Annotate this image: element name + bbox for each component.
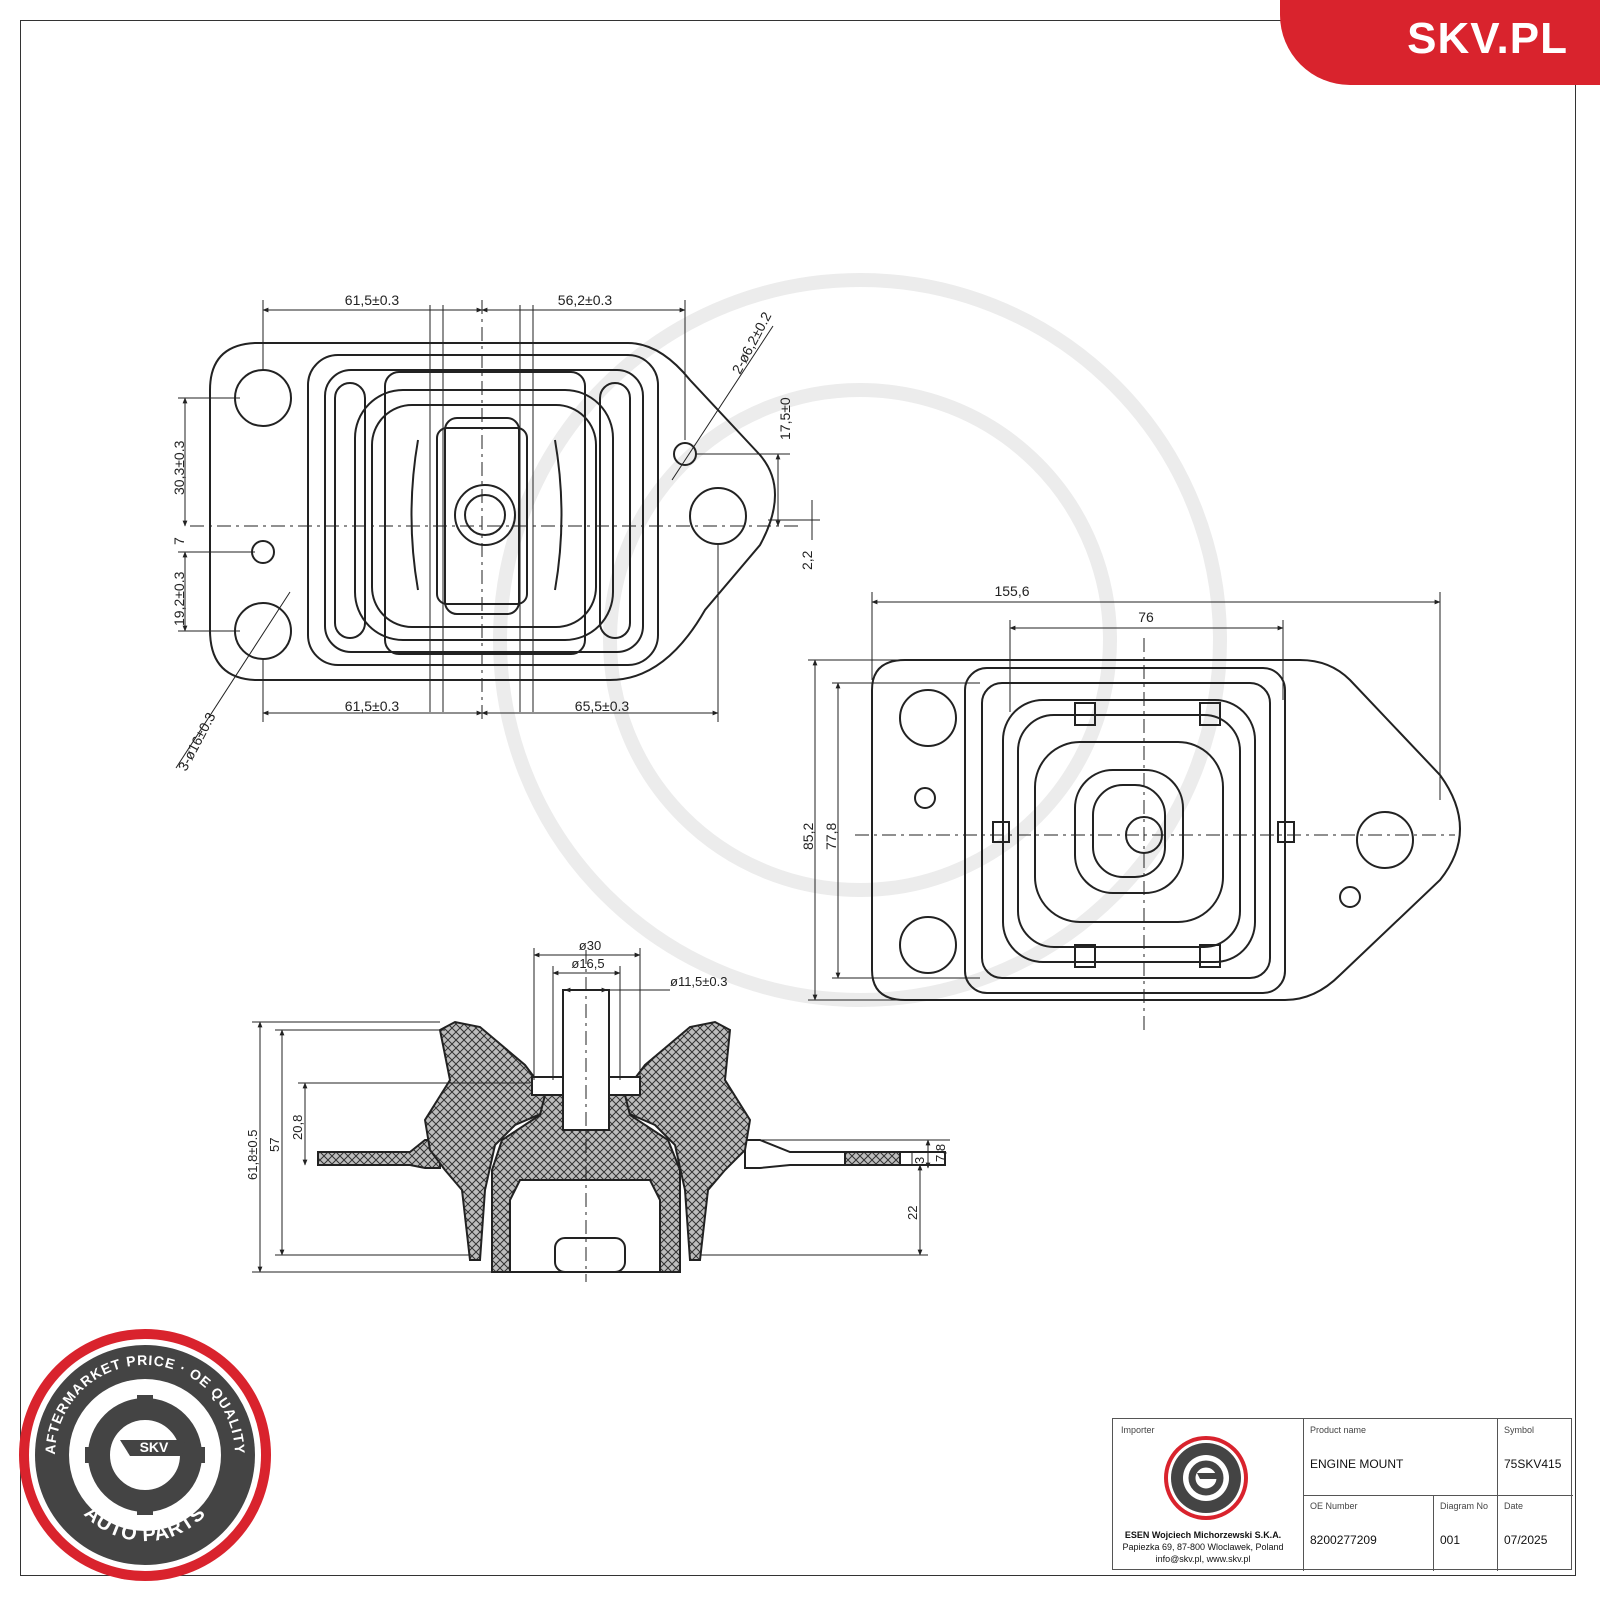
dim-label: 3 bbox=[912, 1157, 927, 1164]
brand-name: SKV.PL bbox=[1407, 14, 1568, 63]
oe-number: 8200277209 bbox=[1310, 1533, 1377, 1547]
dim-label: 61,5±0.3 bbox=[345, 698, 400, 714]
plan-view-dimension-labels: 155,6 76 85,2 77,8 bbox=[800, 583, 1154, 850]
dim-label: ø11,5±0.3 bbox=[670, 974, 727, 989]
small-logo-icon bbox=[1164, 1436, 1248, 1520]
dim-label: 65,5±0.3 bbox=[575, 698, 630, 714]
product-name-label: Product name bbox=[1310, 1425, 1367, 1435]
symbol-label: Symbol bbox=[1504, 1425, 1535, 1435]
top-view bbox=[190, 300, 800, 720]
divider bbox=[1497, 1419, 1498, 1495]
diagram-no: 001 bbox=[1440, 1533, 1461, 1547]
section-view-dimensions bbox=[252, 948, 950, 1273]
dim-label: ø16,5 bbox=[571, 956, 604, 971]
dim-label: 56,2±0.3 bbox=[558, 292, 613, 308]
dim-label: 2-ø6,2±0.2 bbox=[729, 309, 775, 376]
dim-label: 85,2 bbox=[800, 823, 816, 850]
dim-label: 19,2±0.3 bbox=[171, 571, 187, 626]
title-block: Importer ESEN Wojciech Michorzewski S.K.… bbox=[1112, 1418, 1573, 1571]
dim-label: ø30 bbox=[579, 938, 601, 953]
date-label: Date bbox=[1504, 1501, 1524, 1511]
dim-label: 77,8 bbox=[823, 823, 839, 850]
date: 07/2025 bbox=[1504, 1533, 1548, 1547]
plan-view-dimensions bbox=[808, 592, 1441, 1001]
dim-label: 7,8 bbox=[933, 1144, 948, 1162]
importer-address: Papiezka 69, 87-800 Wloclawek, Poland bbox=[1122, 1542, 1284, 1552]
dim-label: 22 bbox=[905, 1206, 920, 1220]
dim-label: 17,5±0 bbox=[777, 397, 793, 440]
diagram-no-label: Diagram No bbox=[1440, 1501, 1489, 1511]
importer-address-block: ESEN Wojciech Michorzewski S.K.A. Papiez… bbox=[1113, 1529, 1293, 1565]
dim-label: 57 bbox=[267, 1138, 282, 1152]
divider bbox=[1497, 1495, 1498, 1571]
section-view bbox=[317, 950, 946, 1282]
gear-icon bbox=[85, 1395, 205, 1515]
skv-logo: AFTERMARKET PRICE · OE QUALITY AUTO PART… bbox=[19, 1329, 271, 1581]
plan-view bbox=[855, 638, 1461, 1030]
dim-label: 20,8 bbox=[290, 1115, 305, 1140]
product-name: ENGINE MOUNT bbox=[1310, 1457, 1404, 1471]
dim-label: 76 bbox=[1138, 609, 1154, 625]
importer-contact: info@skv.pl, www.skv.pl bbox=[1155, 1554, 1251, 1564]
importer-name: ESEN Wojciech Michorzewski S.K.A. bbox=[1124, 1530, 1282, 1540]
dim-label: 61,8±0.5 bbox=[245, 1129, 260, 1180]
symbol: 75SKV415 bbox=[1504, 1457, 1562, 1471]
dim-label: 61,5±0.3 bbox=[345, 292, 400, 308]
section-view-dimension-labels: ø30 ø16,5 ø11,5±0.3 61,8±0.5 57 20,8 22 … bbox=[245, 938, 948, 1220]
divider bbox=[1303, 1495, 1573, 1496]
logo-center-text: SKV bbox=[140, 1439, 169, 1455]
importer-label: Importer bbox=[1121, 1425, 1155, 1435]
oe-number-label: OE Number bbox=[1310, 1501, 1358, 1511]
divider bbox=[1433, 1495, 1434, 1571]
dim-label: 3-ø16±0.3 bbox=[175, 709, 219, 773]
dim-label: 155,6 bbox=[994, 583, 1029, 599]
brand-tab: SKV.PL bbox=[1280, 0, 1600, 85]
dim-label: 30,3±0.3 bbox=[171, 440, 187, 495]
dim-label: 7 bbox=[171, 537, 187, 545]
top-view-dimensions bbox=[175, 300, 820, 769]
drawing-frame bbox=[20, 20, 1576, 1576]
dim-label: 2,2 bbox=[799, 550, 815, 570]
